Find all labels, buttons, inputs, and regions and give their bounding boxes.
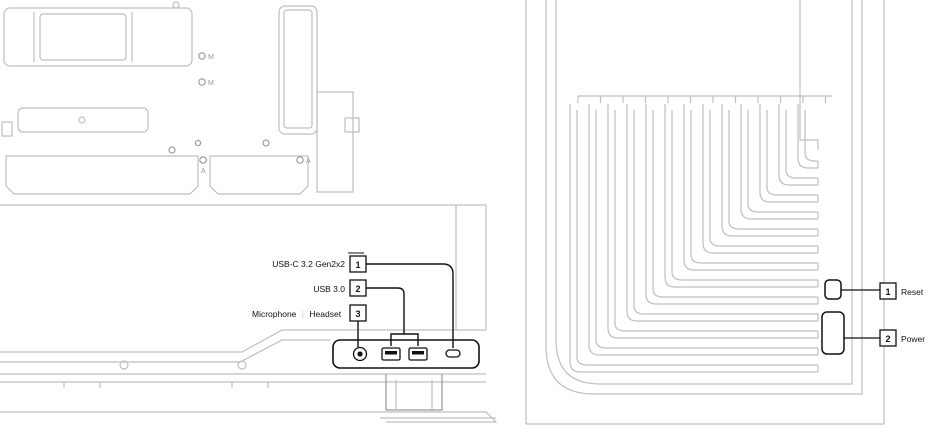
mount-mark-label: M <box>208 80 214 87</box>
callout-number: 1 <box>885 287 890 297</box>
case-front-interior-illustration: M M A A <box>0 1 498 423</box>
audio-jack-icon <box>352 346 368 362</box>
reset-button-icon <box>824 279 842 300</box>
usb-3-label: USB 3.0 <box>313 284 345 294</box>
callout-number: 3 <box>355 309 360 319</box>
callout-badge <box>879 282 897 300</box>
power-button-icon <box>821 311 845 355</box>
microphone-label: Microphone <box>252 309 297 319</box>
headset-label: Headset <box>309 309 341 319</box>
callout-number: 2 <box>885 334 890 344</box>
usb-a-port-icon <box>381 347 401 361</box>
mount-mark-label: A <box>306 158 311 165</box>
front-io-panel <box>332 339 480 369</box>
label-separator: | <box>302 309 304 319</box>
usb-c-port-icon <box>445 349 461 358</box>
usb-c-label: USB-C 3.2 Gen2x2 <box>272 259 345 269</box>
svg-text:Microphone | Heads: Microphone | Headset <box>252 309 342 319</box>
callout-number: 1 <box>355 260 360 270</box>
reset-label: Reset <box>901 287 924 297</box>
mount-mark-label: A <box>201 168 206 175</box>
front-io-callouts: USB-C 3.2 Gen2x2 1 USB 3.0 2 Microphone … <box>252 252 454 348</box>
callout-badge <box>879 329 897 347</box>
side-buttons <box>821 279 845 355</box>
power-label: Power <box>901 334 925 344</box>
mount-mark-label: M <box>208 54 214 61</box>
callout-number: 2 <box>355 284 360 294</box>
case-side-grille-illustration <box>525 0 885 425</box>
button-callouts: 1 Reset 2 Power <box>841 282 925 347</box>
usb-a-port-icon <box>408 347 428 361</box>
